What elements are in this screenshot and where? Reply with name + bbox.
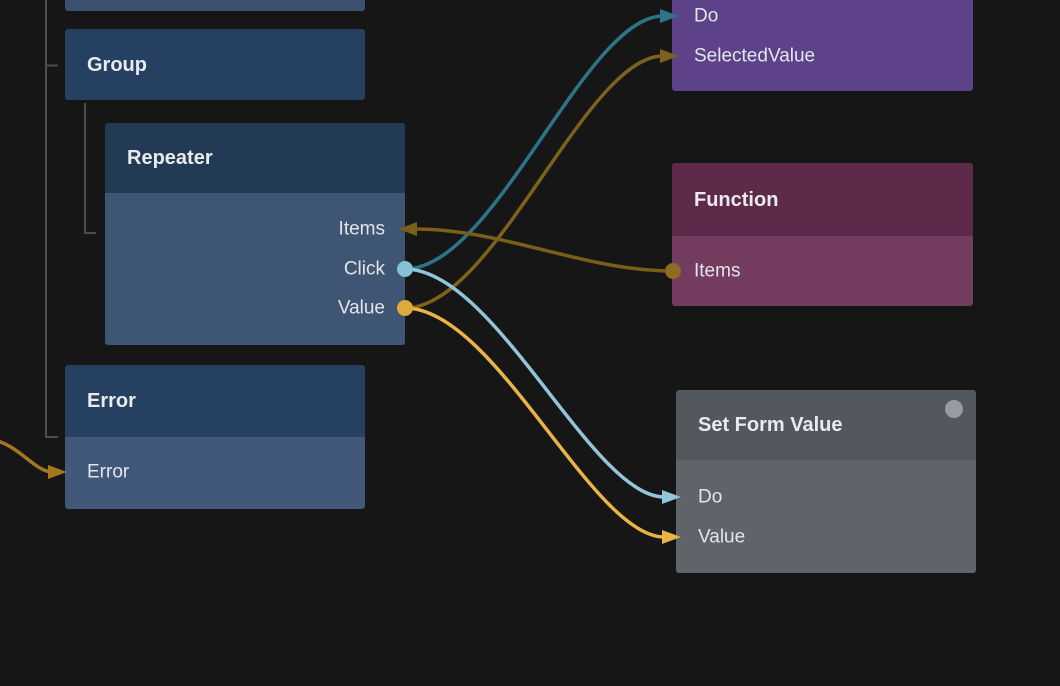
node-title: Group: [87, 53, 147, 76]
node-header: Error: [65, 365, 365, 437]
wire-value-to-setformvalue-value[interactable]: [403, 306, 666, 539]
port-selectedvalue[interactable]: SelectedValue: [694, 45, 816, 67]
wire-click-to-do[interactable]: [403, 14, 665, 271]
node-body: [672, 236, 973, 306]
node-header: Function: [672, 163, 973, 236]
node-purple-partial[interactable]: Do SelectedValue: [672, 0, 973, 91]
port-items[interactable]: Items: [338, 218, 385, 240]
port-click[interactable]: Click: [343, 258, 385, 280]
status-dot-indicator: [945, 400, 963, 418]
node-title: Error: [87, 390, 136, 412]
port-do[interactable]: Do: [698, 486, 723, 508]
node-body: [676, 460, 976, 573]
node-title: Function: [694, 188, 779, 211]
node-header: Group: [65, 29, 365, 100]
node-body: [65, 437, 365, 509]
node-repeater[interactable]: Repeater Items Click Value: [105, 123, 405, 345]
wire-value-to-selectedvalue[interactable]: [403, 54, 665, 310]
node-group[interactable]: Group: [65, 29, 365, 100]
port-error[interactable]: Error: [87, 461, 130, 483]
port-items[interactable]: Items: [694, 260, 741, 282]
node-body: [65, 0, 365, 11]
wire-functionitems-to-repeateritems[interactable]: [412, 227, 675, 273]
node-body: [105, 193, 405, 345]
port-value[interactable]: Value: [698, 526, 746, 548]
tree-line-root: [45, 0, 58, 438]
node-title: Set Form Value: [698, 414, 843, 436]
node-header: Repeater: [105, 123, 405, 193]
node-set-form-value[interactable]: Set Form Value Do Value: [676, 390, 976, 573]
node-error[interactable]: Error Error: [65, 365, 365, 509]
wire-click-to-setformvalue-do[interactable]: [403, 267, 666, 499]
node-partial-top[interactable]: [65, 0, 365, 11]
node-body: [672, 0, 973, 91]
repeater-click-port-dot[interactable]: [397, 261, 413, 277]
repeater-value-port-dot[interactable]: [397, 300, 413, 316]
function-items-port-dot[interactable]: [665, 263, 681, 279]
tree-line-repeater: [84, 103, 96, 234]
node-function[interactable]: Function Items: [672, 163, 973, 306]
port-value[interactable]: Value: [337, 297, 385, 319]
node-header: Set Form Value: [676, 390, 976, 460]
wire-offscreen-to-error[interactable]: [0, 440, 54, 474]
port-do[interactable]: Do: [694, 5, 719, 27]
node-title: Repeater: [127, 147, 213, 169]
